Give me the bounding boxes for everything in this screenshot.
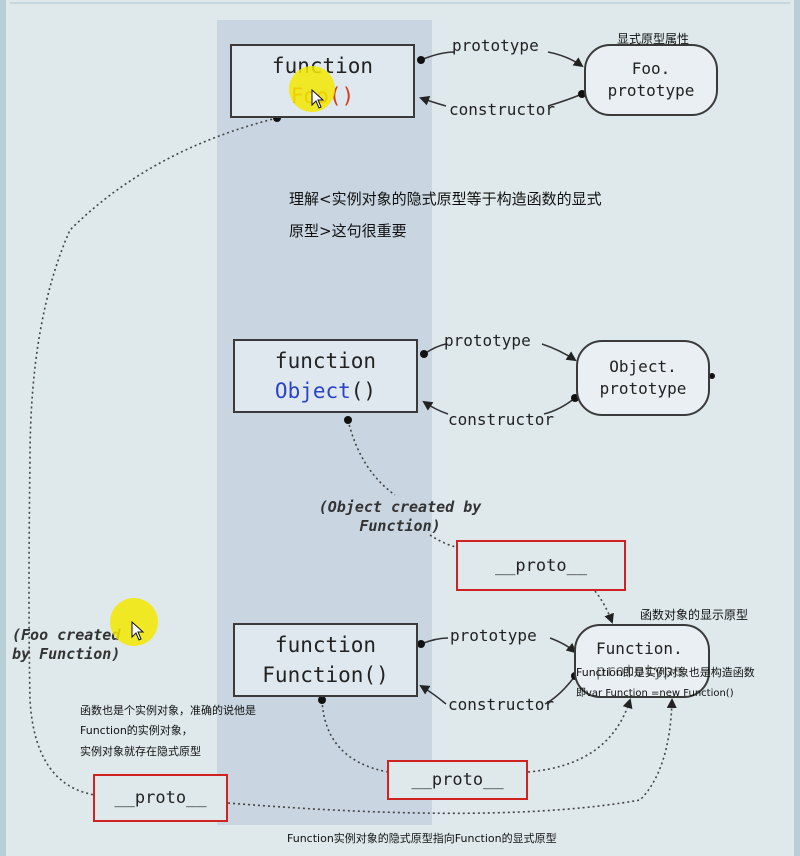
object-created-label: (Object created by Function) (310, 498, 490, 536)
explicit-prototype-note: 显式原型属性 (617, 32, 690, 46)
object-box-keyword: function (274, 349, 377, 373)
understand-note-line2: 原型>这句很重要 (289, 222, 407, 240)
foo-proto-link-text: __proto__ (114, 788, 207, 808)
function-box-name: Function() (262, 663, 389, 687)
function-proto-link-text: __proto__ (411, 770, 504, 790)
function-both-note-line1: Function即是实例对象也是构造函数 (576, 666, 755, 679)
object-created-line1: (Object created by (318, 498, 482, 516)
object-box-signature: Object() (275, 376, 376, 406)
bottom-caption: Function实例对象的隐式原型指向Function的显式原型 (287, 832, 557, 845)
function-instance-note-line1: 函数也是个实例对象，准确的说他是 (80, 704, 256, 717)
panel-top-edge (10, 2, 790, 20)
foo-created-label: (Foo created by Function) (12, 626, 120, 664)
object-prototype-line2: prototype (599, 379, 687, 398)
function-function-box: function Function() (233, 623, 418, 697)
object-constructor-label: constructor (448, 410, 554, 429)
understand-note-line1: 理解<实例对象的隐式原型等于构造函数的显式 (289, 190, 602, 208)
function-prototype-box: Function. prototype (574, 624, 710, 698)
foo-proto-link-box: __proto__ (93, 774, 228, 822)
function-prototype-line1: Function. (596, 639, 683, 658)
cursor-highlight-left (110, 598, 158, 646)
object-box-parens: () (350, 379, 377, 403)
function-prototype-line2: prototype (596, 661, 683, 680)
foo-constructor-label: constructor (449, 100, 555, 119)
foo-prototype-line1: Foo. (631, 59, 671, 78)
object-prototype-label: prototype (444, 331, 531, 350)
function-constructor-label: constructor (448, 695, 554, 714)
foo-prototype-label: prototype (452, 36, 539, 55)
mouse-pointer-icon (311, 89, 325, 109)
function-proto-link-box: __proto__ (387, 760, 528, 800)
object-proto-link-box: __proto__ (456, 540, 626, 591)
object-box-name: Object (274, 379, 351, 403)
function-instance-note-line2: Function的实例对象， (80, 724, 193, 737)
function-explicit-proto-note: 函数对象的显示原型 (640, 608, 749, 622)
object-proto-link-text: __proto__ (494, 555, 588, 576)
function-instance-note-line3: 实例对象就存在隐式原型 (80, 745, 201, 758)
object-created-line2: Function) (359, 517, 441, 535)
function-box-keyword: function (274, 633, 377, 657)
object-function-box: function Object() (233, 339, 418, 413)
mouse-pointer-icon-2 (131, 621, 145, 641)
foo-prototype-box: Foo. prototype (584, 44, 718, 116)
function-prototype-label: prototype (450, 626, 537, 645)
foo-created-line2: by Function) (12, 645, 121, 663)
function-both-note-line2: 即var Function =new Function() (576, 688, 734, 699)
foo-prototype-line2: prototype (607, 81, 695, 100)
object-prototype-line1: Object. (609, 357, 677, 376)
object-prototype-box: Object. prototype (576, 340, 710, 416)
foo-created-line1: (Foo created (12, 626, 121, 644)
